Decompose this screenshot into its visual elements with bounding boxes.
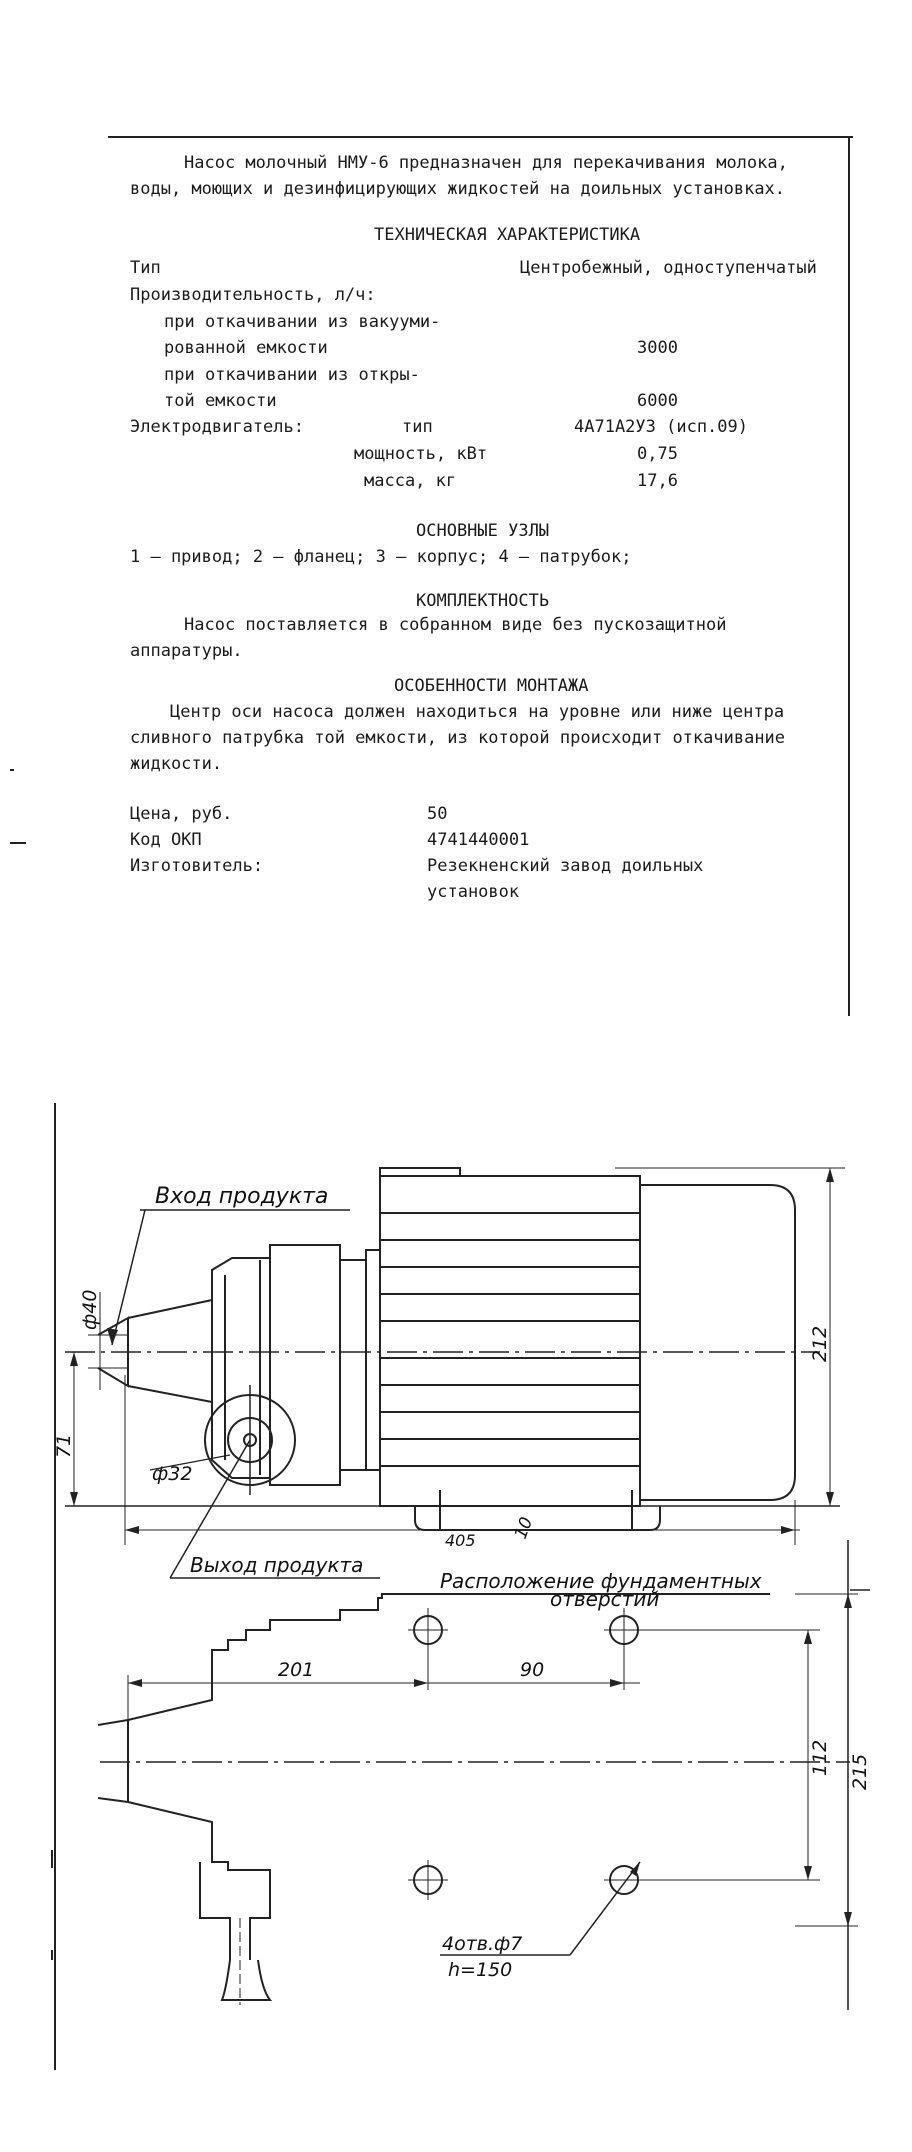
dim-201: 201 (278, 1659, 314, 1681)
frame-top-line (108, 136, 853, 138)
delivery-heading: КОМПЛЕКТНОСТЬ (416, 591, 550, 611)
intro-line-2: воды, моющих и дезинфицирующих жидкостей… (130, 179, 786, 199)
mounting-line-2: сливного патрубка той емкости, из которо… (130, 728, 786, 748)
spec-capacity-label: Производительность, л/ч: (130, 285, 376, 305)
inlet-label: Вход продукта (155, 1184, 328, 1209)
okp-label: Код ОКП (130, 830, 202, 850)
spec-power-value: 0,75 (637, 444, 678, 464)
foundation-label-2: отверстий (550, 1587, 659, 1611)
spec-open-value: 6000 (637, 391, 678, 411)
delivery-line-1: Насос поставляется в собранном виде без … (184, 615, 727, 635)
dim-405: 405 (445, 1531, 476, 1550)
dim-90: 90 (520, 1659, 544, 1681)
spec-open-line-1: при откачивании из откры- (164, 365, 420, 385)
spec-motor-type-value: 4А71А2У3 (исп.09) (574, 417, 748, 437)
spec-motor-type-label: тип (402, 417, 433, 437)
foundation-label-1: Расположение фундаментных (440, 1569, 762, 1593)
spec-vacuum-line-1: при откачивании из вакууми- (164, 312, 441, 332)
units-heading: ОСНОВНЫЕ УЗЛЫ (416, 521, 550, 541)
dim-d32: ф32 (152, 1463, 192, 1485)
maker-label: Изготовитель: (130, 856, 264, 876)
price-value: 50 (427, 804, 448, 824)
spec-vacuum-value: 3000 (637, 338, 678, 358)
spec-vacuum-line-2: рованной емкости (164, 338, 328, 358)
dim-10: 10 (511, 1515, 537, 1542)
okp-value: 4741440001 (427, 830, 530, 850)
maker-line-1: Резекненский завод доильных (427, 856, 704, 876)
holes-label-2: h=150 (448, 1959, 512, 1981)
frame-right-line (848, 136, 850, 1016)
dim-71: 71 (53, 1434, 75, 1458)
maker-line-2: установок (427, 882, 520, 902)
spec-mass-value: 17,6 (637, 471, 678, 491)
spec-type-value: Центробежный, одноступенчатый (520, 258, 817, 278)
dim-112: 112 (809, 1740, 831, 1776)
spec-mass-label: масса, кг (364, 471, 457, 491)
spec-open-line-2: той емкости (164, 391, 277, 411)
specs-heading: ТЕХНИЧЕСКАЯ ХАРАКТЕРИСТИКА (374, 225, 641, 245)
price-label: Цена, руб. (130, 804, 233, 824)
outlet-label: Выход продукта (190, 1553, 363, 1577)
spec-type-label: Тип (130, 258, 161, 278)
spec-power-label: мощность, кВт (354, 444, 488, 464)
dim-215: 215 (849, 1754, 871, 1790)
mounting-heading: ОСОБЕННОСТИ МОНТАЖА (394, 676, 589, 696)
holes-label-1: 4отв.ф7 (442, 1933, 522, 1955)
dim-212: 212 (809, 1326, 831, 1362)
intro-line-1: Насос молочный НМУ-6 предназначен для пе… (184, 153, 788, 173)
units-text: 1 – привод; 2 – фланец; 3 – корпус; 4 – … (130, 547, 632, 567)
dim-d40: ф40 (79, 1290, 101, 1330)
spec-motor-label: Электродвигатель: (130, 417, 304, 437)
mounting-line-3: жидкости. (130, 754, 223, 774)
delivery-line-2: аппаратуры. (130, 641, 243, 661)
mounting-line-1: Центр оси насоса должен находиться на ур… (170, 702, 785, 722)
